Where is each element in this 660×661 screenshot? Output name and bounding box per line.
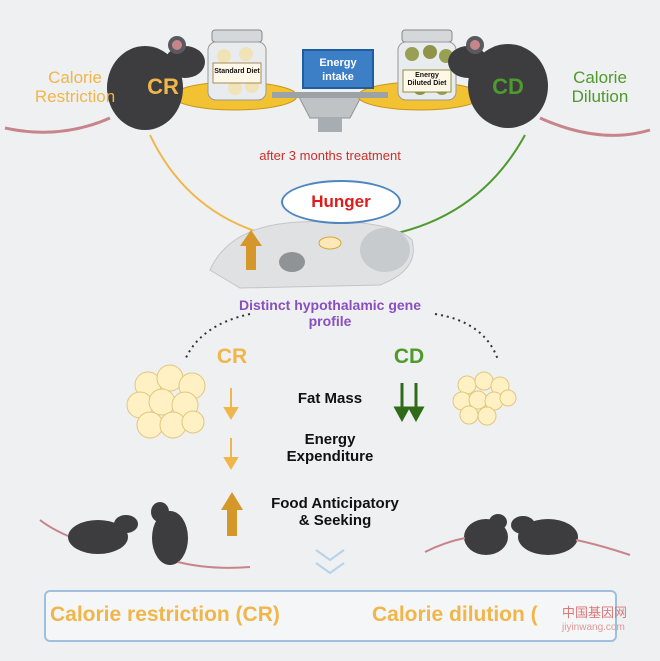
watermark-chinese: 中国基因网 (562, 605, 628, 620)
standard-diet-label: Standard Diet (214, 68, 260, 75)
treatment-duration-text: after 3 months treatment (259, 148, 401, 163)
calorie-dilution-conclusion: Calorie dilution ( (372, 603, 538, 626)
cr-mouse-top (4, 36, 205, 134)
watermark-url: jiyinwang.com (562, 622, 625, 633)
cd-section-title: CD (393, 345, 425, 368)
standard-diet-jar (207, 29, 267, 101)
cd-fat-double-down-arrow (393, 383, 425, 423)
calorie-restriction-conclusion: Calorie restriction (CR) (50, 603, 280, 626)
cd-fat-cells (452, 371, 517, 426)
down-chevrons (315, 549, 345, 575)
cr-fat-cells (126, 364, 206, 439)
conclusion-box (44, 590, 617, 642)
cr-energy-down-arrow (223, 438, 239, 470)
cr-section-title: CR (216, 345, 248, 368)
cr-mouse-tag: CR (147, 74, 179, 99)
cd-mouse-tag: CD (492, 74, 524, 99)
right-dotted-arc (434, 313, 499, 361)
cd-mouse-top (448, 36, 651, 137)
hunger-ellipse: Hunger (281, 180, 401, 224)
energy-diluted-diet-jar (397, 29, 457, 101)
cd-mice-bottom (424, 514, 631, 556)
cr-food-up-arrow (221, 492, 243, 536)
cr-mice-bottom (39, 502, 251, 569)
cr-fat-down-arrow (223, 388, 239, 420)
hunger-up-arrow (240, 230, 262, 270)
mouse-brain-illustration (209, 220, 414, 289)
fat-mass-label: Fat Mass (297, 390, 363, 407)
food-anticipatory-label: Food Anticipatory& Seeking (271, 495, 399, 529)
